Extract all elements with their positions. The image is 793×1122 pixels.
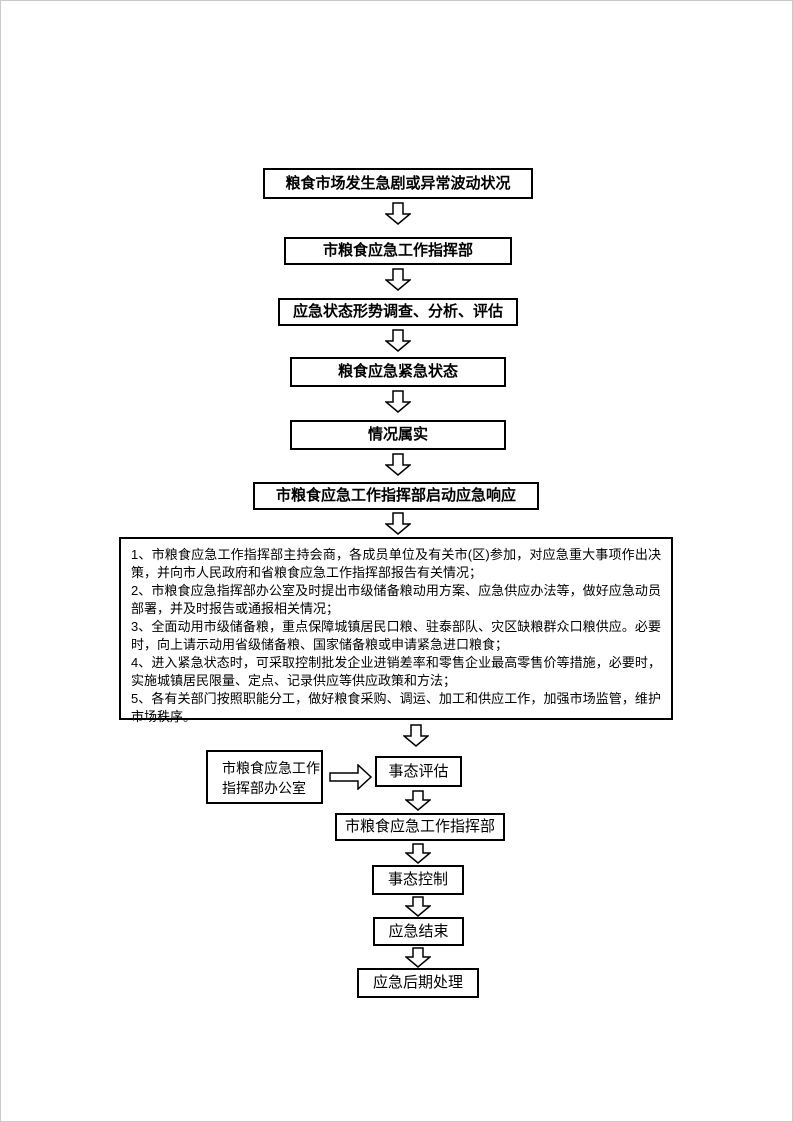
measure-item-1: 1、市粮食应急工作指挥部主持会商，各成员单位及有关市(区)参加，对应急重大事项作… (131, 547, 661, 580)
flow-box-survey-analysis: 应急状态形势调查、分析、评估 (278, 298, 518, 326)
flow-box-emergency-state: 粮食应急紧急状态 (290, 357, 506, 387)
down-arrow (385, 202, 411, 225)
down-arrow (385, 329, 411, 352)
measure-item-5: 5、各有关部门按照职能分工，做好粮食采购、调运、加工和供应工作，加强市场监管，维… (131, 691, 661, 724)
flow-box-assessment: 事态评估 (375, 756, 462, 787)
flow-box-market-fluctuation: 粮食市场发生急剧或异常波动状况 (263, 168, 533, 199)
right-arrow (329, 764, 373, 790)
measure-item-3: 3、全面动用市级储备粮，重点保障城镇居民口粮、驻泰部队、灾区缺粮群众口粮供应。必… (131, 619, 661, 652)
down-arrow (405, 790, 431, 811)
flow-box-start-response: 市粮食应急工作指挥部启动应急响应 (253, 482, 539, 510)
down-arrow (405, 843, 431, 864)
flow-box-headquarters-1: 市粮食应急工作指挥部 (284, 237, 512, 265)
measure-item-4: 4、进入紧急状态时，可采取控制批发企业进销差率和零售企业最高零售价等措施，必要时… (131, 655, 661, 688)
down-arrow (405, 947, 431, 968)
flow-box-office: 市粮食应急工作 指挥部办公室 (206, 750, 323, 804)
down-arrow (385, 390, 411, 413)
office-label-line2: 指挥部办公室 (222, 780, 306, 796)
measure-item-2: 2、市粮食应急指挥部办公室及时提出市级储备粮动用方案、应急供应办法等，做好应急动… (131, 583, 661, 616)
office-label-line1: 市粮食应急工作 (222, 760, 320, 776)
flow-box-situation-confirmed: 情况属实 (290, 420, 506, 450)
down-arrow (403, 724, 429, 747)
flow-box-post-processing: 应急后期处理 (357, 968, 479, 998)
down-arrow (405, 896, 431, 917)
flow-box-headquarters-2: 市粮食应急工作指挥部 (335, 813, 505, 841)
flow-box-end: 应急结束 (373, 917, 464, 946)
down-arrow (385, 453, 411, 476)
down-arrow (385, 268, 411, 291)
flow-box-measures: 1、市粮食应急工作指挥部主持会商，各成员单位及有关市(区)参加，对应急重大事项作… (119, 537, 673, 724)
flow-box-control: 事态控制 (372, 865, 464, 895)
down-arrow (385, 512, 411, 535)
